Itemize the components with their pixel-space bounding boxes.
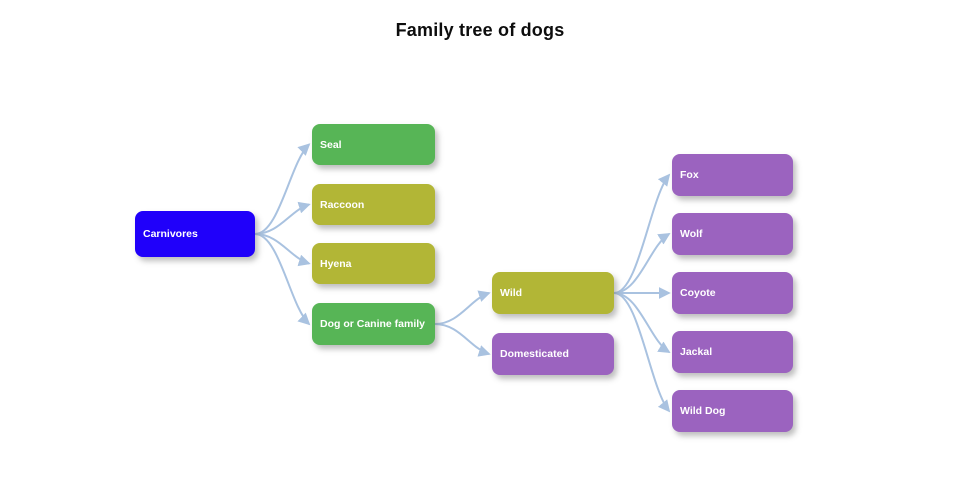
- edge-wild-fox: [613, 173, 671, 294]
- edge-wild-jackal: [613, 292, 671, 353]
- edge-carnivores-hyena: [254, 233, 311, 267]
- node-canine: Dog or Canine family: [312, 303, 435, 345]
- node-seal: Seal: [312, 124, 435, 165]
- node-coyote: Coyote: [672, 272, 793, 314]
- node-wild: Wild: [492, 272, 614, 314]
- node-label: Wild: [500, 287, 523, 299]
- edge-carnivores-seal: [254, 143, 311, 235]
- node-carnivores: Carnivores: [135, 211, 255, 257]
- edge-carnivores-raccoon: [254, 201, 311, 235]
- node-label: Dog or Canine family: [320, 318, 426, 330]
- node-label: Wolf: [680, 228, 703, 240]
- node-domesticated: Domesticated: [492, 333, 614, 375]
- node-hyena: Hyena: [312, 243, 435, 284]
- edge-wild-wilddog: [613, 292, 671, 413]
- node-label: Domesticated: [500, 348, 569, 360]
- node-label: Jackal: [680, 346, 713, 358]
- node-label: Carnivores: [143, 228, 198, 240]
- node-label: Hyena: [320, 257, 352, 270]
- node-fox: Fox: [672, 154, 793, 196]
- node-label: Fox: [680, 169, 699, 181]
- node-label: Wild Dog: [680, 405, 726, 417]
- edge-canine-domesticated: [434, 323, 491, 357]
- node-raccoon: Raccoon: [312, 184, 435, 225]
- node-label: Coyote: [680, 287, 716, 299]
- node-jackal: Jackal: [672, 331, 793, 373]
- node-label: Seal: [320, 138, 342, 151]
- diagram-title: Family tree of dogs: [395, 20, 565, 40]
- edge-wild-wolf: [613, 233, 671, 294]
- edge-canine-wild: [434, 290, 491, 325]
- edge-carnivores-canine: [254, 233, 311, 326]
- node-wolf: Wolf: [672, 213, 793, 255]
- node-wilddog: Wild Dog: [672, 390, 793, 432]
- node-label: Raccoon: [320, 198, 365, 211]
